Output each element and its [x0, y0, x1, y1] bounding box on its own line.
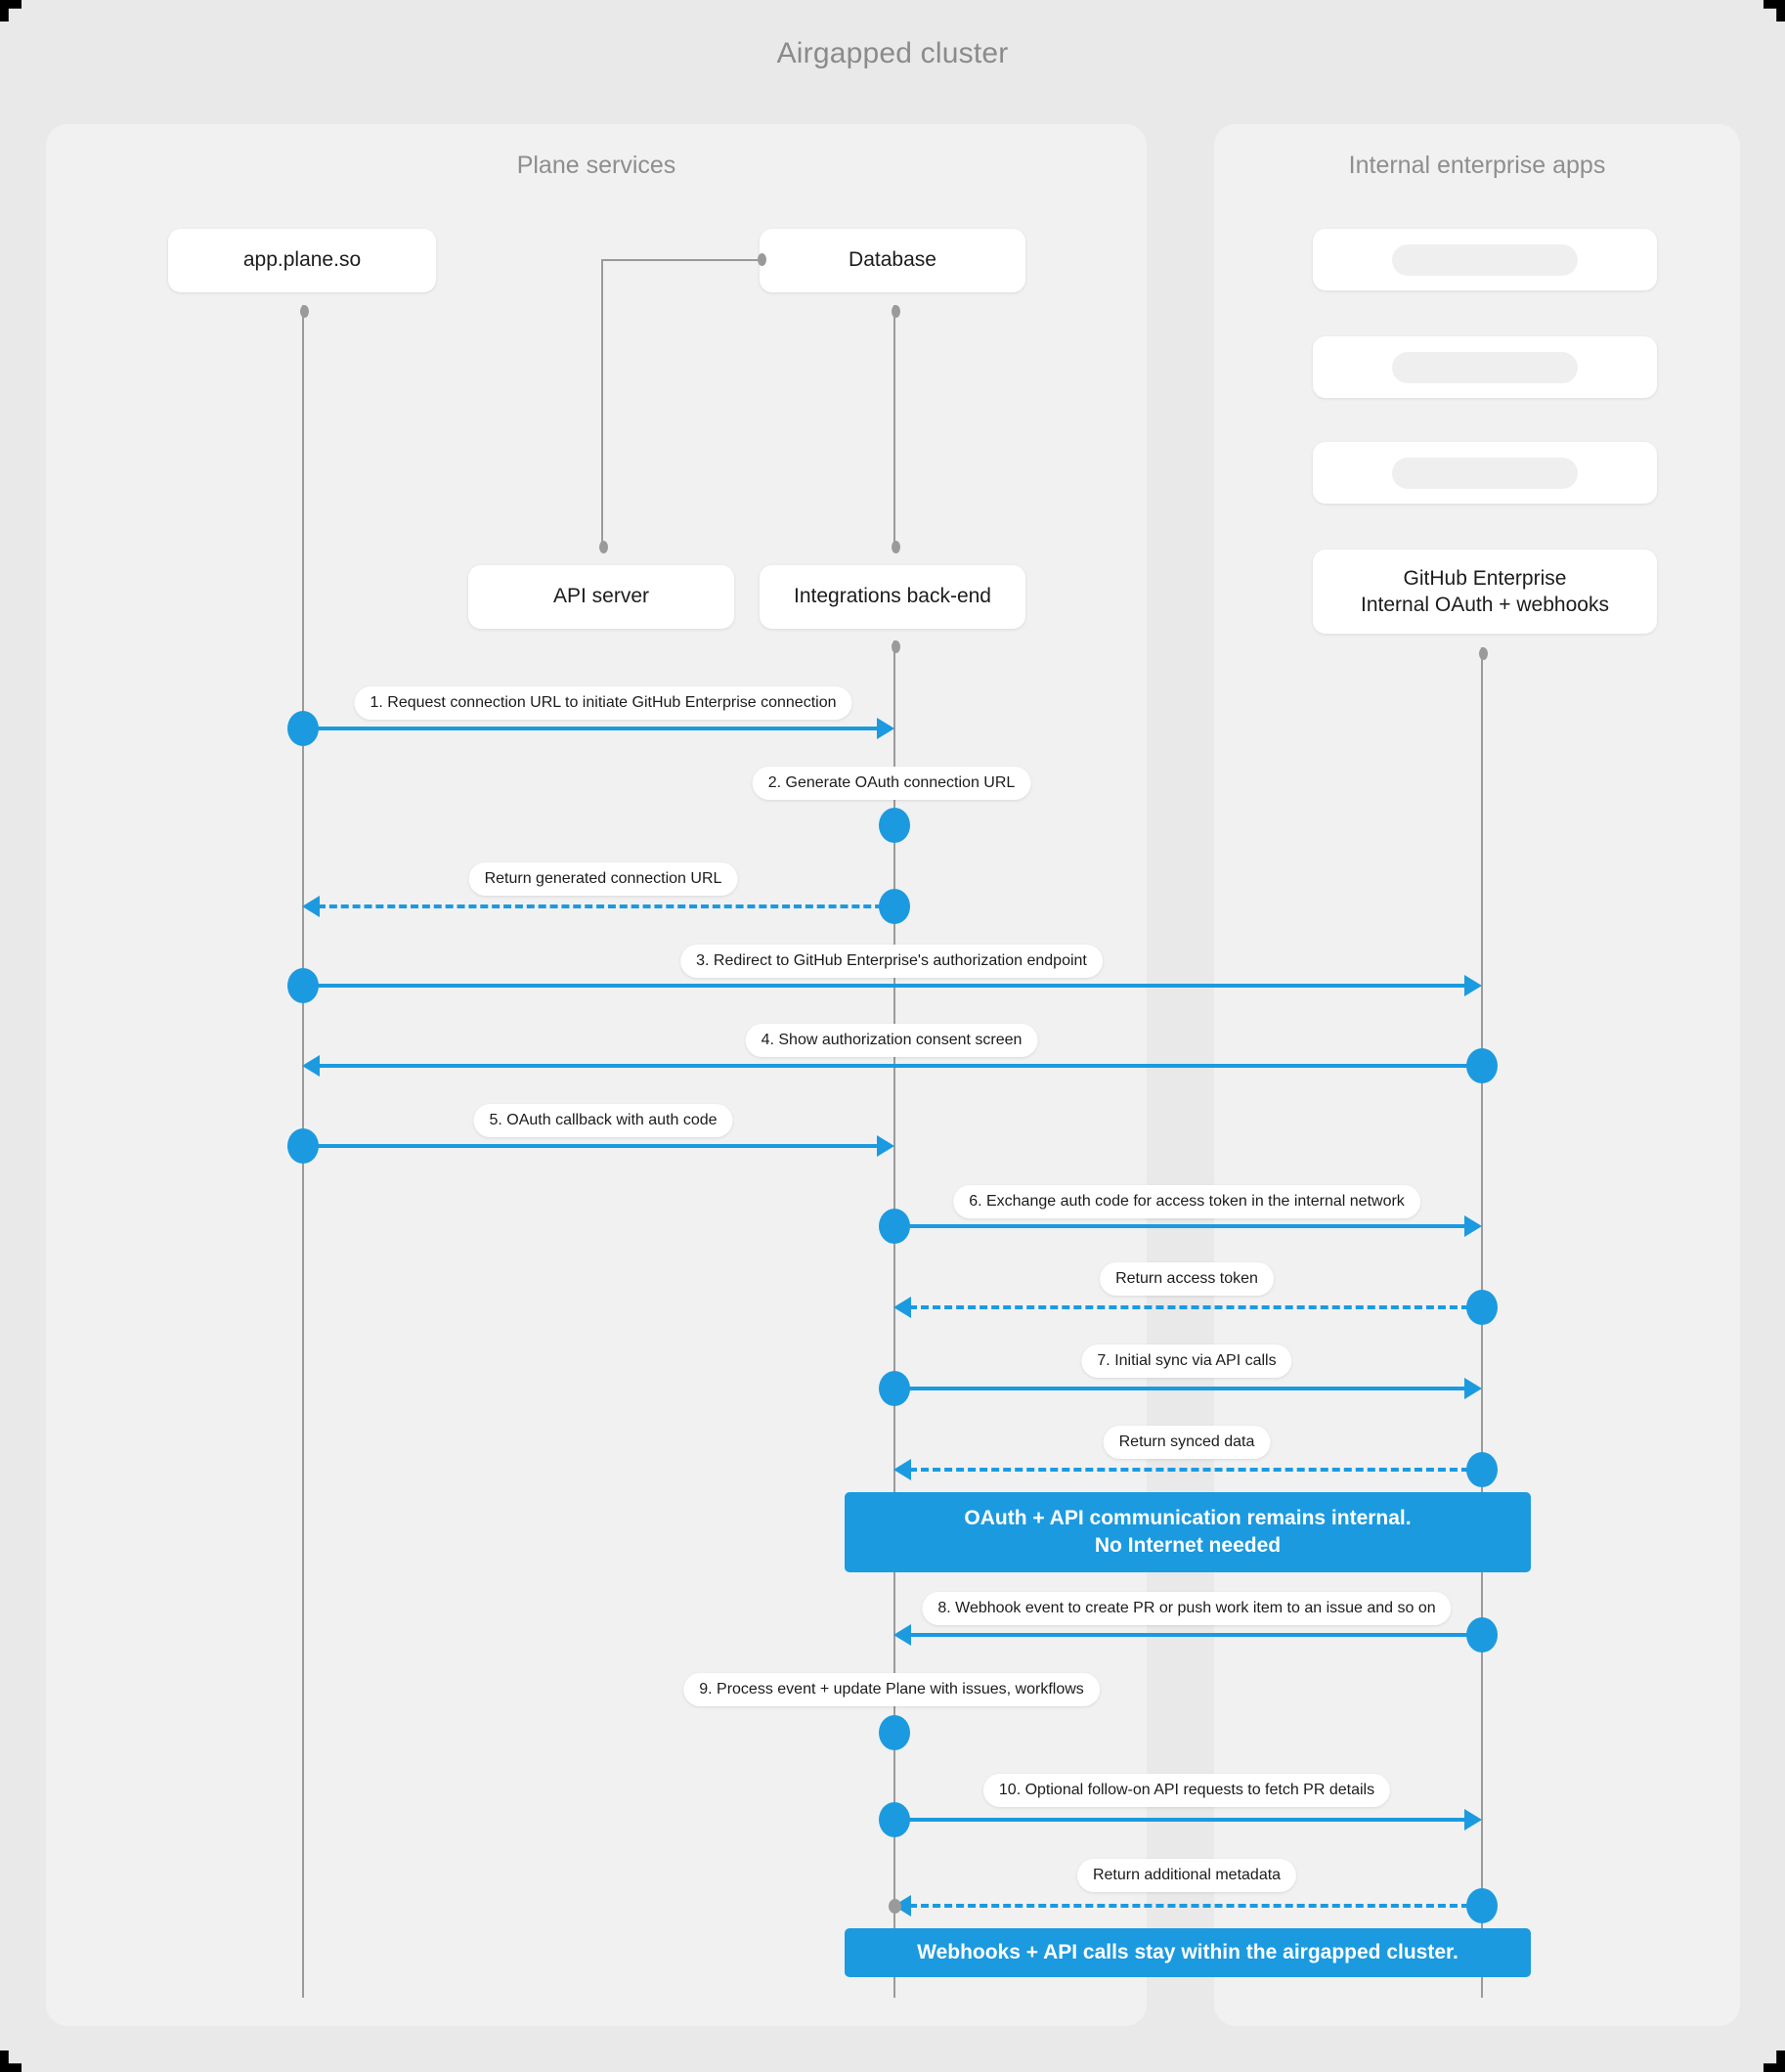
message-arrowhead-7: [1464, 1215, 1482, 1237]
enterprise-card-placeholder-3[interactable]: [1313, 442, 1657, 504]
message-label-14: Return additional metadata: [1076, 1859, 1297, 1892]
message-label-11: 8. Webhook event to create PR or push wo…: [922, 1592, 1452, 1625]
activation-dot-14: [1466, 1888, 1498, 1923]
message-label-12: 9. Process event + update Plane with iss…: [683, 1673, 1100, 1706]
note-oauth-api-internal-line2: No Internet needed: [1094, 1534, 1282, 1557]
message-label-6: 5. OAuth callback with auth code: [473, 1104, 733, 1137]
actor-app-plane-so[interactable]: app.plane.so: [168, 229, 436, 292]
actor-integrations-backend-label: Integrations back-end: [794, 585, 991, 608]
message-arrowhead-13: [1464, 1809, 1482, 1830]
message-arrowhead-10: [893, 1459, 911, 1480]
activation-dot-1: [287, 711, 319, 746]
activation-dot-6: [287, 1128, 319, 1164]
message-label-9: 7. Initial sync via API calls: [1081, 1345, 1292, 1378]
activation-dot-8: [1466, 1290, 1498, 1325]
github-enterprise-line1: GitHub Enterprise: [1403, 566, 1567, 590]
actor-database-label: Database: [849, 248, 936, 272]
message-arrow-10: [909, 1468, 1481, 1472]
message-arrow-13: [894, 1818, 1468, 1822]
note-webhooks-api-airgapped-line1: Webhooks + API calls stay within the air…: [917, 1940, 1458, 1963]
lifeline-start-dot-app-plane-so: [299, 305, 309, 318]
placeholder-bar-icon: [1392, 243, 1578, 276]
lifeline-database: [893, 305, 895, 552]
connector-end-dot-api-server: [598, 541, 608, 553]
message-label-7: 6. Exchange auth code for access token i…: [953, 1185, 1420, 1218]
actor-app-plane-so-label: app.plane.so: [242, 248, 362, 272]
lifeline-end-dot-database: [891, 541, 900, 553]
lifeline-start-dot-database: [891, 305, 900, 318]
message-label-2: 2. Generate OAuth connection URL: [752, 767, 1031, 800]
note-oauth-api-internal: OAuth + API communication remains intern…: [845, 1492, 1531, 1572]
message-arrowhead-4: [1464, 975, 1482, 996]
crop-mark-bottom-left: [0, 2050, 22, 2072]
activation-dot-14-source: [888, 1898, 901, 1914]
panel-internal-enterprise-apps-title: Internal enterprise apps: [1348, 152, 1606, 179]
message-label-8: Return access token: [1100, 1262, 1274, 1296]
message-arrow-4: [303, 984, 1468, 988]
activation-dot-4: [287, 968, 319, 1003]
activation-dot-11: [1466, 1617, 1498, 1653]
enterprise-card-placeholder-1[interactable]: [1313, 229, 1657, 290]
placeholder-bar-icon: [1392, 351, 1578, 383]
placeholder-bar-icon: [1392, 457, 1578, 489]
message-label-13: 10. Optional follow-on API requests to f…: [982, 1774, 1391, 1807]
message-label-1: 1. Request connection URL to initiate Gi…: [354, 686, 852, 720]
message-arrowhead-8: [893, 1297, 911, 1318]
message-arrow-3: [318, 904, 894, 908]
activation-dot-13: [879, 1802, 910, 1837]
message-arrow-9: [894, 1387, 1468, 1390]
database-to-api-server-connector-vertical: [601, 259, 603, 552]
message-arrowhead-9: [1464, 1378, 1482, 1399]
message-arrow-6: [303, 1144, 888, 1148]
lifeline-start-dot-integrations-backend: [891, 640, 900, 653]
message-arrowhead-1: [877, 718, 894, 739]
activation-dot-7: [879, 1209, 910, 1244]
message-arrowhead-3: [302, 896, 320, 917]
lifeline-integrations-backend: [893, 640, 895, 1998]
enterprise-card-placeholder-2[interactable]: [1313, 336, 1657, 398]
activation-dot-5: [1466, 1048, 1498, 1083]
note-oauth-api-internal-line1: OAuth + API communication remains intern…: [964, 1506, 1412, 1529]
crop-mark-bottom-right: [1763, 2050, 1785, 2072]
actor-database[interactable]: Database: [760, 229, 1025, 292]
message-label-10: Return synced data: [1103, 1426, 1271, 1459]
message-arrow-5: [318, 1064, 1481, 1068]
activation-dot-10: [1466, 1452, 1498, 1487]
message-arrow-7: [894, 1224, 1468, 1228]
message-arrow-1: [303, 727, 888, 730]
message-arrow-8: [909, 1305, 1481, 1309]
actor-api-server[interactable]: API server: [468, 565, 734, 629]
message-arrowhead-6: [877, 1135, 894, 1157]
page-title: Airgapped cluster: [776, 37, 1009, 69]
message-label-4: 3. Redirect to GitHub Enterprise's autho…: [680, 945, 1103, 978]
activation-dot-3: [879, 889, 910, 924]
crop-mark-top-left: [0, 0, 22, 22]
github-enterprise-line2: Internal OAuth + webhooks: [1361, 594, 1609, 616]
activation-dot-2: [879, 808, 910, 843]
panel-plane-services: Plane services: [46, 124, 1147, 2026]
actor-integrations-backend[interactable]: Integrations back-end: [760, 565, 1025, 629]
crop-mark-top-right: [1763, 0, 1785, 22]
note-webhooks-api-airgapped: Webhooks + API calls stay within the air…: [845, 1928, 1531, 1977]
message-label-3: Return generated connection URL: [468, 862, 738, 896]
panel-plane-services-title: Plane services: [516, 152, 676, 179]
enterprise-card-github-enterprise[interactable]: GitHub Enterprise Internal OAuth + webho…: [1313, 550, 1657, 634]
lifeline-start-dot-github-enterprise: [1478, 647, 1488, 660]
message-arrow-14: [909, 1904, 1481, 1908]
message-label-5: 4. Show authorization consent screen: [745, 1024, 1038, 1057]
message-arrow-11: [909, 1633, 1481, 1637]
actor-api-server-label: API server: [552, 585, 650, 608]
activation-dot-12: [879, 1715, 910, 1750]
activation-dot-9: [879, 1371, 910, 1406]
message-arrowhead-5: [302, 1055, 320, 1077]
connector-end-dot-database: [757, 253, 766, 266]
message-arrowhead-11: [893, 1624, 911, 1646]
database-to-api-server-connector-horizontal: [601, 259, 762, 261]
